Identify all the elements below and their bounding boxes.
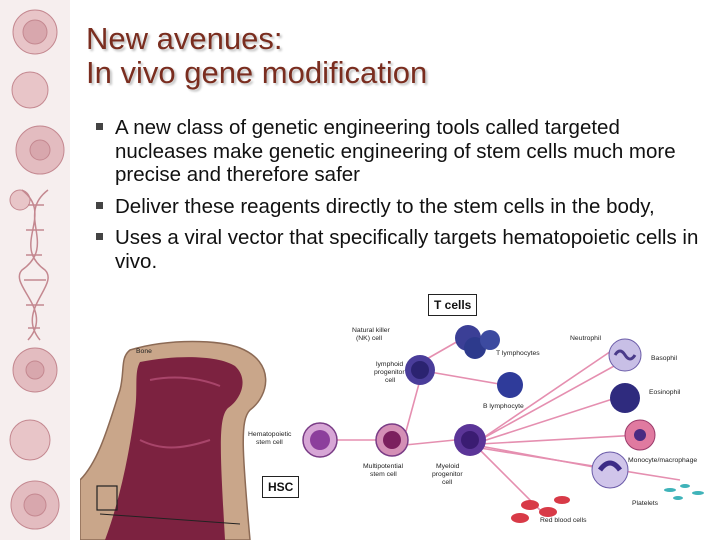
b-lymphocyte <box>497 372 523 398</box>
multipotential-label-2: stem cell <box>370 471 397 478</box>
myeloid-label-2: progenitor <box>432 471 463 478</box>
bullet-item: Uses a viral vector that specifically ta… <box>96 226 706 273</box>
decorative-side-strip <box>0 0 70 540</box>
square-bullet-icon <box>96 201 103 209</box>
bullet-list: A new class of genetic engineering tools… <box>96 116 706 281</box>
t-cells-tag: T cells <box>428 294 478 316</box>
lymphoid-label-3: cell <box>385 377 396 384</box>
bullet-text: Deliver these reagents directly to the s… <box>115 194 655 218</box>
monocyte-macrophage <box>591 451 629 489</box>
hsc-highlight-box <box>96 485 118 511</box>
slide-title: New avenues: In vivo gene modification <box>86 22 427 90</box>
bone-marrow <box>105 357 243 540</box>
hematopoietic-label-2: stem cell <box>256 439 283 446</box>
square-bullet-icon <box>96 123 103 130</box>
t-lymphocytes-label: T lymphocytes <box>496 350 540 357</box>
lymphoid-label-2: progenitor <box>374 369 405 376</box>
t-lymphocyte-2 <box>480 330 500 350</box>
bullet-item: Deliver these reagents directly to the s… <box>96 195 706 219</box>
hematopoiesis-diagram: Bone <box>80 300 720 540</box>
multipotential-label-1: Multipotential <box>363 463 404 470</box>
red-blood-cells <box>511 496 570 523</box>
eosinophil-label: Eosinophil <box>649 389 681 396</box>
myeloid-label-1: Myeloid <box>436 463 460 470</box>
nk-label-1: Natural killer <box>352 327 391 334</box>
myeloid-label-3: cell <box>442 479 453 486</box>
hematopoietic-label-1: Hematopoietic <box>248 431 292 438</box>
square-bullet-icon <box>96 233 103 240</box>
hsc-tag: HSC <box>262 476 300 498</box>
hematopoiesis-illustration: Bone <box>80 325 704 540</box>
platelets <box>664 484 704 500</box>
nk-label-2: (NK) cell <box>356 335 383 342</box>
monocyte-label: Monocyte/macrophage <box>628 457 697 464</box>
bullet-text: A new class of genetic engineering tools… <box>115 116 676 186</box>
lymphoid-label-1: lymphoid <box>376 361 403 368</box>
title-line-2: In vivo gene modification <box>86 55 428 90</box>
bullet-item: A new class of genetic engineering tools… <box>96 116 706 187</box>
basophil-label: Basophil <box>651 355 678 362</box>
rbc-label: Red blood cells <box>540 517 587 524</box>
b-lymphocyte-label: B lymphocyte <box>483 403 524 410</box>
basophil <box>610 383 640 413</box>
title-line-1: New avenues: <box>86 21 283 56</box>
bullet-text: Uses a viral vector that specifically ta… <box>115 226 699 273</box>
platelets-label: Platelets <box>632 500 659 507</box>
virus-pattern-icon <box>0 0 70 540</box>
bone-label: Bone <box>136 348 152 355</box>
neutrophil-label: Neutrophil <box>570 335 601 342</box>
